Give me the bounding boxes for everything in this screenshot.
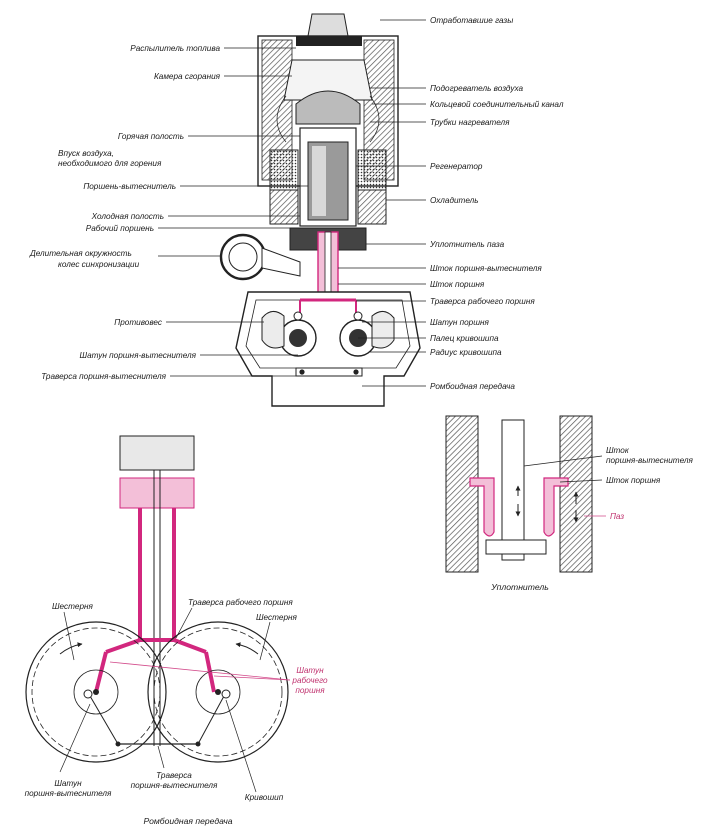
drive-label-displacer-yoke-1: Траверса <box>156 771 192 780</box>
seal-label-piston-rod: Шток поршня <box>606 476 661 485</box>
seal-labels: Шток поршня-вытеснителя Шток поршня Паз … <box>490 446 693 592</box>
drive-label-crank: Кривошип <box>245 793 284 802</box>
label-displacer-conrod: Шатун поршня-вытеснителя <box>80 351 197 360</box>
label-pitch-circle: Делительная окружность <box>29 249 132 258</box>
drive-caption: Ромбоидная передача <box>143 816 232 826</box>
label-air-intake-1: Впуск воздуха, <box>58 149 114 158</box>
label-cooler: Охладитель <box>430 196 479 205</box>
label-counterweight: Противовес <box>114 318 162 327</box>
label-groove-seal: Уплотнитель паза <box>429 240 505 249</box>
label-displacer-rod: Шток поршня-вытеснителя <box>430 264 542 273</box>
label-piston-conrod: Шатун поршня <box>430 318 490 327</box>
main-labels: Отработавшие газы Распылитель топлива Ка… <box>29 16 564 391</box>
seal-caption: Уплотнитель <box>490 582 549 592</box>
drive-label-working-yoke: Траверса рабочего поршня <box>188 598 293 607</box>
drive-label-displacer-conrod-1: Шатун <box>54 779 82 788</box>
seal-label-displacer-rod-2: поршня-вытеснителя <box>606 456 693 465</box>
label-ring-channel: Кольцевой соединительный канал <box>430 100 564 109</box>
label-combustion-chamber: Камера сгорания <box>154 72 221 81</box>
label-exhaust: Отработавшие газы <box>430 16 513 25</box>
label-cold-space: Холодная полость <box>91 212 164 221</box>
label-crank-radius: Радиус кривошипа <box>430 348 502 357</box>
label-hot-space: Горячая полость <box>118 132 184 141</box>
label-displacer-yoke: Траверса поршня-вытеснителя <box>41 372 166 381</box>
drive-label-gear-right: Шестерня <box>256 613 298 622</box>
label-working-yoke: Траверса рабочего поршня <box>430 297 535 306</box>
label-regenerator: Регенератор <box>430 162 483 171</box>
label-air-preheater: Подогреватель воздуха <box>430 84 523 93</box>
engine-cross-section <box>219 13 421 407</box>
drive-label-displacer-conrod-2: поршня-вытеснителя <box>25 789 112 798</box>
drive-label-gear-left: Шестерня <box>52 602 94 611</box>
drive-label-working-conrod-1: Шатун <box>296 666 324 675</box>
label-displacer-piston: Поршень-вытеснитель <box>83 182 176 191</box>
label-sync-gears: колес синхронизации <box>58 260 140 269</box>
seal-label-groove: Паз <box>610 512 624 521</box>
label-piston-rod: Шток поршня <box>430 280 485 289</box>
label-fuel-sprayer: Распылитель топлива <box>130 44 220 53</box>
label-heater-tubes: Трубки нагревателя <box>430 118 510 127</box>
rhombic-labels: Шестерня Шестерня Траверса рабочего порш… <box>25 598 328 826</box>
drive-label-working-conrod-2: рабочего <box>291 676 328 685</box>
seal-detail <box>445 415 606 573</box>
leader-lines <box>158 19 426 387</box>
drive-label-working-conrod-3: поршня <box>295 686 325 695</box>
label-air-intake-2: необходимого для горения <box>58 159 162 168</box>
label-crank-pin: Палец кривошипа <box>430 334 499 343</box>
label-working-piston: Рабочий поршень <box>86 224 154 233</box>
label-rhombic-drive: Ромбоидная передача <box>430 382 515 391</box>
drive-label-displacer-yoke-2: поршня-вытеснителя <box>131 781 218 790</box>
rhombic-drive-schematic <box>25 435 291 793</box>
seal-label-displacer-rod-1: Шток <box>606 446 630 455</box>
